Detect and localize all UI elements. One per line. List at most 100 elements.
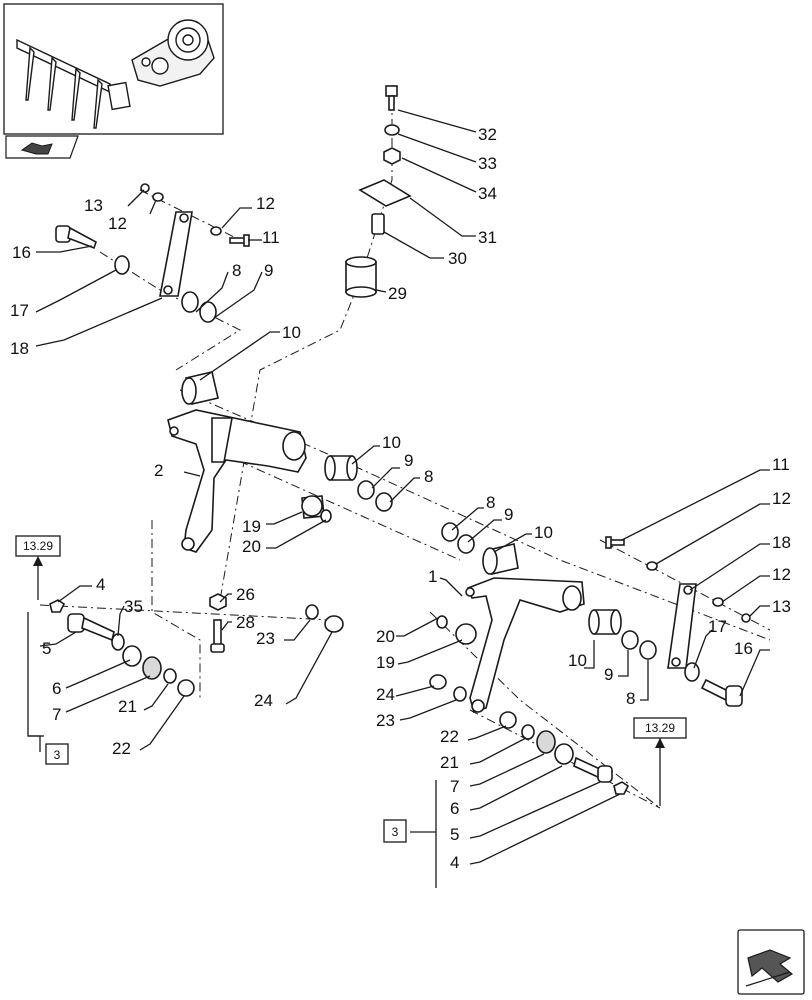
- callout-18-left: 18: [10, 339, 29, 358]
- callout-9-right-upper: 9: [504, 505, 513, 524]
- callout-10-right-upper: 10: [534, 523, 553, 542]
- nut-26: [209, 593, 227, 611]
- callout-5-right: 5: [450, 825, 459, 844]
- callout-19-right: 19: [376, 653, 395, 672]
- callout-20-left: 20: [242, 537, 261, 556]
- washer-9-right: [621, 630, 639, 650]
- callout-23-right: 23: [376, 711, 395, 730]
- washer-12-right-a: [646, 561, 658, 571]
- bearing-19-right: [455, 623, 477, 645]
- washer-23-left: [305, 604, 319, 620]
- callout-24-left: 24: [254, 691, 273, 710]
- washer-21-left: [163, 668, 177, 684]
- callout-12-left-b: 12: [256, 194, 275, 213]
- washer-17-right: [684, 662, 700, 682]
- callout-17-left: 17: [10, 301, 29, 320]
- washer-12-top-left: [152, 192, 164, 202]
- assembly-thumbnail: [3, 3, 224, 135]
- callout-9-center: 9: [404, 451, 413, 470]
- group-box-left: 3: [45, 743, 69, 765]
- group-box-right: 3: [383, 819, 407, 843]
- reference-label-left: 13.29: [23, 539, 53, 553]
- callout-6-left: 6: [52, 679, 61, 698]
- callout-16-right: 16: [734, 639, 753, 658]
- callout-1: 1: [428, 567, 437, 586]
- circlip-20-right: [436, 615, 448, 629]
- callout-17-right: 17: [708, 617, 727, 636]
- bearing-7-right: [536, 730, 556, 754]
- ref-arrow-up-left: [33, 556, 43, 566]
- callout-12-left-a: 12: [108, 214, 127, 233]
- next-page-arrow-icon[interactable]: [737, 929, 805, 995]
- callout-6-right: 6: [450, 799, 459, 818]
- callout-21-right: 21: [440, 753, 459, 772]
- group-label-right: 3: [392, 825, 399, 839]
- washer-12-right: [210, 226, 222, 236]
- callout-9-right: 9: [604, 665, 613, 684]
- group-label-left: 3: [54, 748, 61, 762]
- pin-5-left: [67, 613, 115, 642]
- callout-11-right: 11: [772, 455, 790, 474]
- callout-8-right-upper: 8: [486, 493, 495, 512]
- bush-10-left-upper: [181, 371, 219, 405]
- washer-8-center: [375, 492, 393, 512]
- reference-box-right[interactable]: 13.29: [633, 717, 687, 739]
- callout-18-right: 18: [772, 533, 791, 552]
- callout-7-right: 7: [450, 777, 459, 796]
- callout-12-right-a: 12: [772, 489, 791, 508]
- washer-21-right: [521, 724, 535, 740]
- washer-22-right: [499, 711, 517, 729]
- callout-12-right-b: 12: [772, 565, 791, 584]
- washer-8-right-upper: [441, 522, 459, 542]
- washer-9-right-upper: [457, 534, 475, 554]
- bush-10-right: [588, 609, 622, 635]
- callouts: 32 33 34 31 30 29 13 12 12 11 16 17 18 8…: [10, 125, 791, 872]
- pin-13: [140, 183, 150, 193]
- callout-5-left: 5: [42, 639, 51, 658]
- grease-nipple-4-left: [49, 599, 66, 613]
- callout-23-left: 23: [256, 629, 275, 648]
- callout-10-right: 10: [568, 651, 587, 670]
- circlip-20-left: [320, 509, 332, 523]
- navigation-arrow-icon[interactable]: [5, 135, 79, 159]
- bolt-32: [385, 85, 398, 111]
- callout-24-right: 24: [376, 685, 395, 704]
- callout-8-right: 8: [626, 689, 635, 708]
- callout-35: 35: [124, 597, 143, 616]
- callout-8-left: 8: [232, 261, 241, 280]
- washer-35: [111, 633, 125, 651]
- callout-10-left: 10: [282, 323, 301, 342]
- washer-6-left: [122, 645, 142, 667]
- callout-34: 34: [478, 184, 497, 203]
- callout-22-left: 22: [112, 739, 131, 758]
- washer-8-right: [639, 640, 657, 660]
- washer-17: [114, 255, 130, 275]
- washer-9-center: [357, 480, 375, 500]
- callout-31: 31: [478, 228, 497, 247]
- callout-16-left: 16: [12, 243, 31, 262]
- callout-4-right: 4: [450, 853, 459, 872]
- bush-29: [345, 256, 377, 298]
- nut-24-left: [324, 615, 344, 633]
- leader-lines: [27, 109, 770, 888]
- bearing-7-left: [142, 656, 162, 680]
- pin-5-right: [573, 756, 613, 783]
- reference-box-left[interactable]: 13.29: [15, 535, 61, 557]
- grease-nipple-4-right: [613, 781, 630, 795]
- callout-9-left: 9: [264, 261, 273, 280]
- ref-arrow-up-right: [655, 738, 665, 748]
- callout-2: 2: [154, 461, 163, 480]
- bolt-16: [55, 225, 97, 250]
- callout-8-center: 8: [424, 467, 433, 486]
- callout-20-right: 20: [376, 627, 395, 646]
- callout-33: 33: [478, 154, 497, 173]
- callout-19-left: 19: [242, 517, 261, 536]
- washer-12-right-b: [712, 597, 724, 607]
- callout-30: 30: [448, 249, 467, 268]
- pin-13-right: [741, 613, 751, 623]
- reference-label-right: 13.29: [645, 721, 675, 735]
- callout-11-left: 11: [262, 228, 280, 247]
- washer-23-right: [453, 686, 467, 702]
- plate-31: [358, 179, 412, 207]
